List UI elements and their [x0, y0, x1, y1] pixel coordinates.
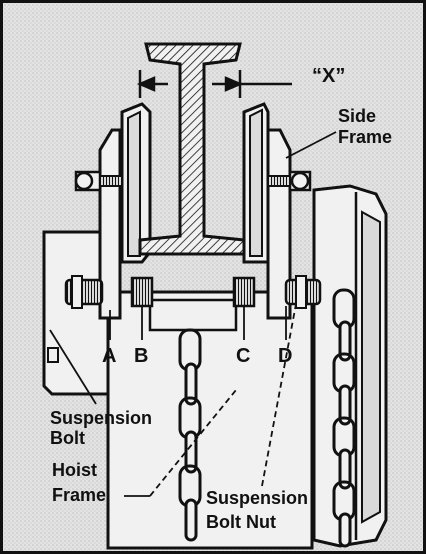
i-beam	[138, 42, 246, 256]
left-axle-bolt	[74, 170, 123, 192]
suspension-bolt	[64, 275, 104, 309]
right-wheel-flange	[249, 108, 263, 257]
dimension-x-indicator	[136, 70, 292, 98]
side-frame-label-line2: Frame	[338, 127, 392, 147]
letter-c-label: C	[236, 345, 250, 367]
letter-b-label: B	[134, 345, 148, 367]
suspension-bolt-label-line2: Bolt	[50, 428, 85, 448]
suspension-bolt-nut-label-line1: Suspension	[206, 488, 308, 508]
hoist-frame-label-line2: Frame	[52, 485, 106, 505]
leader-lines	[49, 131, 337, 497]
suspension-bolt-nut	[284, 275, 322, 309]
suspension-bolt-nut-label-line2: Bolt Nut	[206, 512, 276, 532]
suspension-bolt-label-line1: Suspension	[50, 408, 152, 428]
letter-d-label: D	[278, 345, 292, 367]
side-frame-label-line1: Side	[338, 106, 376, 126]
spacer-b	[130, 276, 154, 308]
hand-chain-right	[332, 288, 356, 548]
hoist-frame-label-line1: Hoist	[52, 460, 97, 480]
dimension-x-label: “X”	[312, 65, 345, 87]
right-axle-bolt	[267, 170, 312, 192]
hoist-frame-center-web	[148, 298, 238, 332]
left-wheel-flange	[127, 110, 141, 257]
spacer-c	[232, 276, 256, 308]
letter-a-label: A	[102, 345, 116, 367]
load-chain-center	[178, 328, 202, 542]
frame-slot-mark	[47, 347, 59, 363]
chain-housing-inner	[361, 210, 381, 524]
